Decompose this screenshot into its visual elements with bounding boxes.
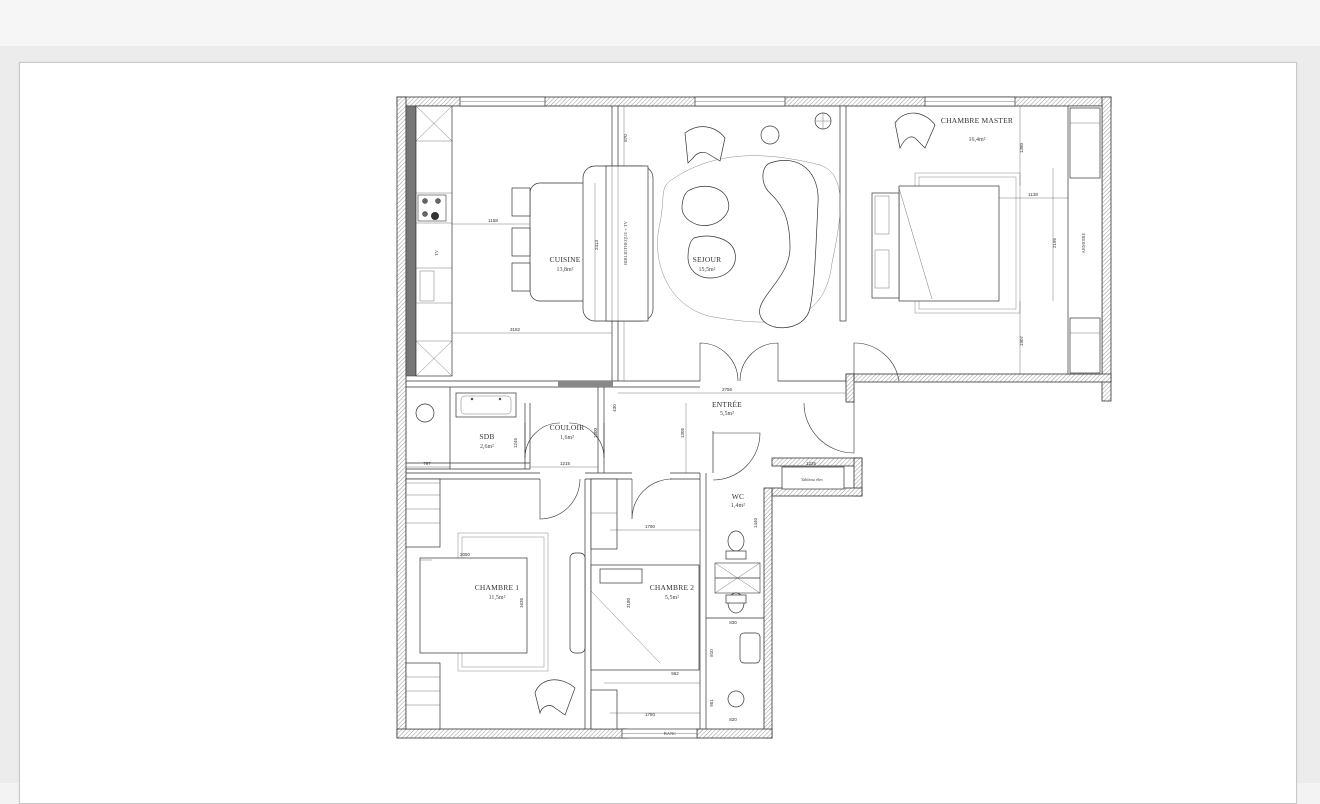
dim-2413: 2413 xyxy=(594,239,599,250)
dim-1225: 1225 xyxy=(806,461,817,466)
dim-1780: 1780 xyxy=(645,524,656,529)
dimension-lines xyxy=(406,106,1068,714)
room-area-cuisine: 13,8m² xyxy=(557,267,574,273)
dim-830: 830 xyxy=(729,620,737,625)
room-name-wc: WC xyxy=(732,492,744,501)
label-bibliotheque: BIBLIOTHEQUE + TV xyxy=(623,220,628,264)
dim-1440: 1440 xyxy=(753,517,758,528)
dim-1245: 1245 xyxy=(513,437,518,448)
dim-3182: 3182 xyxy=(510,327,521,332)
room-area-sejour: 15,5m² xyxy=(699,267,716,273)
label-tableau: Tableau élec xyxy=(801,477,824,482)
dim-820: 820 xyxy=(729,717,737,722)
dim-1907: 1907 xyxy=(1019,335,1024,346)
dim-1215: 1215 xyxy=(560,461,571,466)
room-area-entree: 5,5m² xyxy=(720,411,734,417)
living-room-furniture xyxy=(657,112,841,328)
room-labels: CUISINE 13,8m² SEJOUR 15,5m² CHAMBRE MAS… xyxy=(434,116,1086,736)
label-armoire: ARMOIRE xyxy=(1081,232,1086,253)
room-area-chambre-1: 11,5m² xyxy=(489,595,506,601)
dim-1138: 1138 xyxy=(1028,192,1038,197)
room-name-cuisine: CUISINE xyxy=(550,255,581,264)
dim-951: 951 xyxy=(709,699,714,707)
dim-2756: 2756 xyxy=(722,387,733,392)
bathroom-fixtures xyxy=(415,392,517,423)
dim-810: 810 xyxy=(709,649,714,657)
dim-430: 430 xyxy=(612,404,617,412)
floor-plan: CUISINE 13,8m² SEJOUR 15,5m² CHAMBRE MAS… xyxy=(396,96,1112,739)
label-banc: BANC xyxy=(664,731,677,736)
room-name-sejour: SEJOUR xyxy=(693,255,722,264)
dim-3180: 3180 xyxy=(626,597,631,608)
room-name-sdb: SDB xyxy=(479,432,494,441)
doors xyxy=(524,342,900,520)
floor-plan-page[interactable]: CUISINE 13,8m² SEJOUR 15,5m² CHAMBRE MAS… xyxy=(19,62,1297,804)
room-name-chambre-2: CHAMBRE 2 xyxy=(650,583,695,592)
bedroom-2-furniture xyxy=(590,478,700,730)
room-area-wc: 1,4m² xyxy=(731,503,745,509)
windows xyxy=(459,96,1016,739)
dim-870: 870 xyxy=(623,134,628,142)
dim-1380: 1380 xyxy=(1019,142,1024,153)
wc-fixtures xyxy=(714,466,845,708)
room-name-couloir: COULOIR xyxy=(550,423,585,432)
dim-962: 962 xyxy=(671,671,679,676)
interior-walls xyxy=(406,105,847,729)
dim-1305: 1305 xyxy=(680,427,685,438)
dim-2195: 2195 xyxy=(1052,237,1057,248)
dim-1780b: 1780 xyxy=(645,712,656,717)
dimension-labels: 1158 2413 3182 870 2756 1380 1138 2195 1… xyxy=(423,134,1057,722)
dim-1636: 1636 xyxy=(519,597,524,608)
bedroom-1-furniture xyxy=(405,478,586,730)
room-area-sdb: 2,6m² xyxy=(480,444,494,450)
label-tv: TV xyxy=(434,249,439,256)
room-name-entree: ENTRÉE xyxy=(712,399,742,409)
room-area-chambre-master: 16,4m² xyxy=(969,137,986,143)
dim-1158: 1158 xyxy=(488,218,498,223)
viewer-toolbar xyxy=(0,0,1320,46)
dim-1300: 1300 xyxy=(593,427,598,438)
kitchen-fixtures xyxy=(415,105,654,377)
master-bedroom-furniture xyxy=(871,105,1103,375)
room-area-chambre-2: 5,5m² xyxy=(665,595,679,601)
dim-797: 797 xyxy=(423,461,431,466)
dim-2050: 2050 xyxy=(460,552,471,557)
room-area-couloir: 1,6m² xyxy=(560,435,574,441)
room-name-chambre-master: CHAMBRE MASTER xyxy=(941,116,1013,125)
room-name-chambre-1: CHAMBRE 1 xyxy=(475,583,520,592)
